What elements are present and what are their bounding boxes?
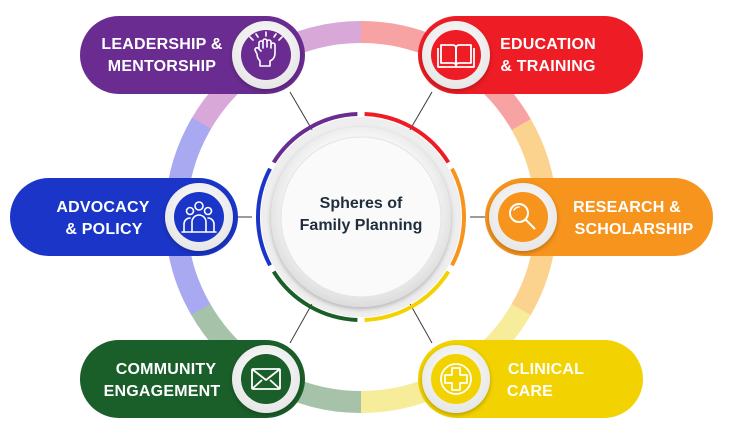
medical-cross-icon <box>440 363 472 395</box>
center-title-line1: Spheres of <box>320 195 403 212</box>
inner-arc-community <box>271 270 358 322</box>
inner-arc-advocacy <box>256 167 272 267</box>
sphere-label-education-line2: & TRAINING <box>500 58 595 75</box>
sphere-education[interactable]: EDUCATION & TRAINING <box>418 16 643 94</box>
sphere-label-leadership-line2: MENTORSHIP <box>108 58 217 75</box>
sphere-label-clinical-line1: CLINICAL <box>508 361 584 378</box>
sphere-label-community-line2: ENGAGEMENT <box>104 383 221 400</box>
sphere-label-clinical-line2: CARE <box>507 383 553 400</box>
center-title-line2: Family Planning <box>300 217 423 234</box>
open-book-icon <box>437 44 475 68</box>
sphere-community[interactable]: COMMUNITY ENGAGEMENT <box>80 340 305 418</box>
raised-fist-icon <box>249 31 283 67</box>
sphere-leadership[interactable]: LEADERSHIP & MENTORSHIP <box>80 16 305 94</box>
inner-arc-clinical <box>364 270 451 322</box>
sphere-label-research-line2: SCHOLARSHIP <box>575 221 694 238</box>
sphere-label-community-line1: COMMUNITY <box>116 361 217 378</box>
center-hub: Spheres of Family Planning <box>256 112 466 322</box>
group-people-icon <box>181 201 217 233</box>
sphere-label-advocacy-line1: ADVOCACY <box>56 199 149 216</box>
magnifier-icon <box>509 203 536 230</box>
sphere-label-advocacy-line2: & POLICY <box>65 221 142 238</box>
inner-arc-research <box>450 167 466 267</box>
sphere-label-leadership-line1: LEADERSHIP & <box>101 36 222 53</box>
inner-arc-leadership <box>271 112 358 164</box>
inner-arc-education <box>364 112 451 164</box>
sphere-advocacy[interactable]: ADVOCACY & POLICY <box>10 178 238 256</box>
envelope-icon <box>251 368 281 390</box>
sphere-label-research-line1: RESEARCH & <box>573 199 681 216</box>
sphere-label-education-line1: EDUCATION <box>500 36 596 53</box>
sphere-clinical[interactable]: CLINICAL CARE <box>418 340 643 418</box>
sphere-research[interactable]: RESEARCH & SCHOLARSHIP <box>485 178 713 256</box>
